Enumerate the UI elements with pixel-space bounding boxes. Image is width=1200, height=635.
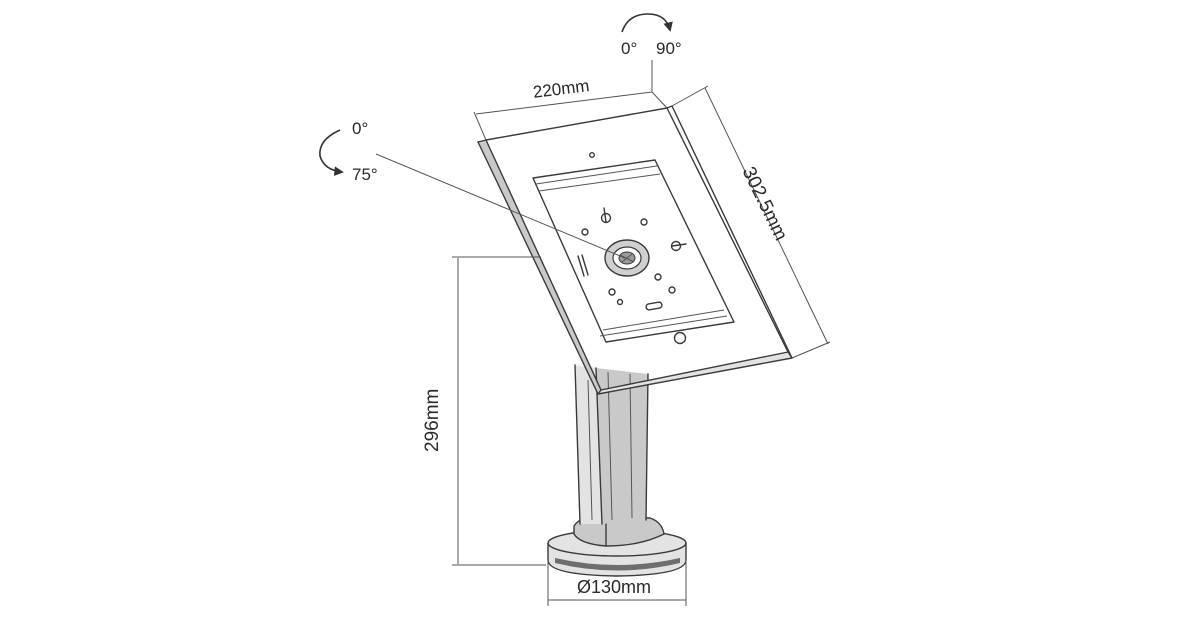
tablet-frame — [477, 105, 793, 395]
dimension-lines — [375, 60, 831, 606]
tilt-start-label: 0° — [352, 119, 368, 138]
base-diameter-label: Ø130mm — [577, 577, 651, 597]
base — [547, 515, 687, 577]
tilt-end-label: 75° — [352, 165, 378, 184]
stand-height-label: 296mm — [422, 389, 443, 452]
rotate-arrow-icon — [621, 13, 673, 33]
rotation-start-label: 0° — [621, 39, 637, 58]
tilt-indicator: 0° 75° — [319, 119, 378, 184]
tilt-arrow-icon — [319, 129, 344, 176]
rotation-indicator: 0° 90° — [621, 13, 682, 58]
frame-width-label: 220mm — [532, 76, 591, 102]
column — [574, 364, 649, 525]
frame-height-label: 302.5mm — [738, 164, 792, 244]
rotation-end-label: 90° — [656, 39, 682, 58]
